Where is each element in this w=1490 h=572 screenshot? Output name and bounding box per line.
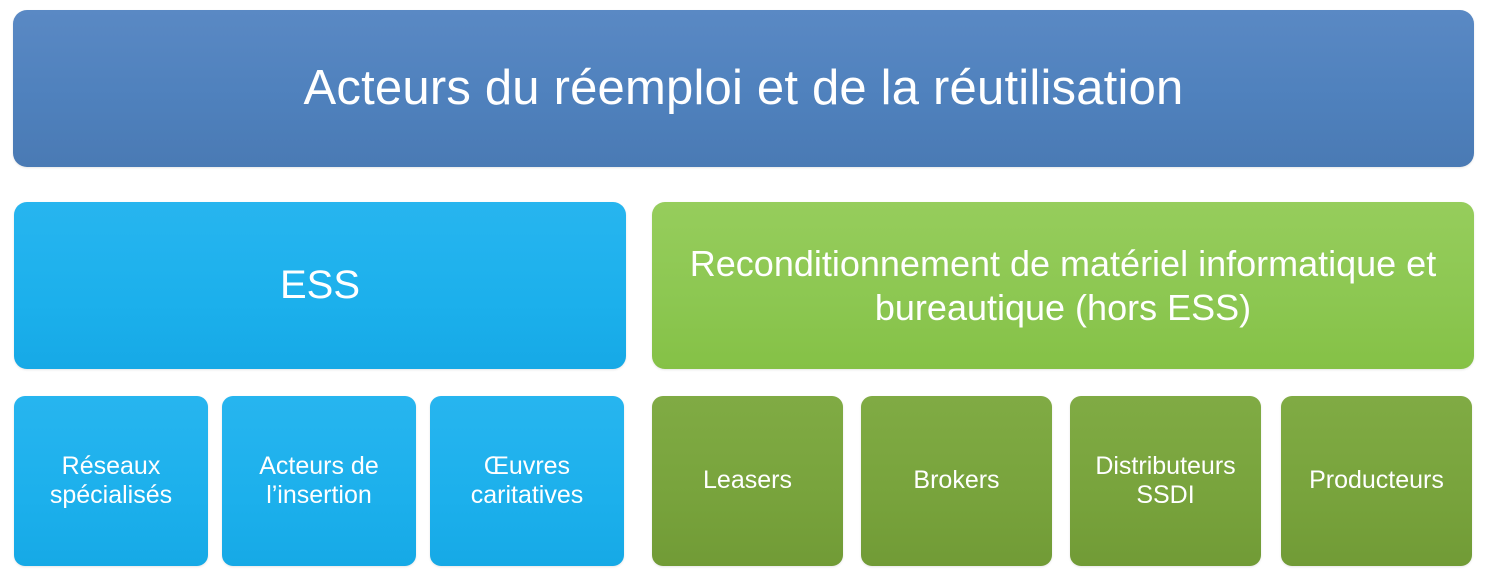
leaf-box-distributeurs-ssdi[interactable]: Distributeurs SSDI	[1070, 396, 1261, 566]
leaf-label-reseaux-specialises: Réseaux spécialisés	[49, 451, 173, 510]
family-label-reconditionnement: Reconditionnement de matériel informatiq…	[689, 243, 1437, 328]
leaf-label-leasers: Leasers	[703, 466, 792, 495]
leaf-label-brokers: Brokers	[913, 466, 1000, 495]
diagram-title-text: Acteurs du réemploi et de la réutilisati…	[303, 61, 1184, 116]
leaf-box-brokers[interactable]: Brokers	[861, 396, 1052, 566]
family-box-reconditionnement[interactable]: Reconditionnement de matériel informatiq…	[652, 202, 1474, 369]
family-box-ess[interactable]: ESS	[14, 202, 626, 369]
leaf-box-acteurs-insertion[interactable]: Acteurs de l’insertion	[222, 396, 416, 566]
leaf-box-leasers[interactable]: Leasers	[652, 396, 843, 566]
leaf-box-oeuvres-caritatives[interactable]: Œuvres caritatives	[430, 396, 624, 566]
leaf-box-producteurs[interactable]: Producteurs	[1281, 396, 1472, 566]
leaf-label-distributeurs-ssdi: Distributeurs SSDI	[1095, 451, 1236, 510]
leaf-label-producteurs: Producteurs	[1309, 466, 1444, 495]
diagram-title-banner: Acteurs du réemploi et de la réutilisati…	[13, 10, 1474, 167]
leaf-box-reseaux-specialises[interactable]: Réseaux spécialisés	[14, 396, 208, 566]
leaf-label-oeuvres-caritatives: Œuvres caritatives	[470, 451, 584, 510]
leaf-label-acteurs-insertion: Acteurs de l’insertion	[259, 451, 379, 510]
family-label-ess: ESS	[279, 263, 361, 308]
